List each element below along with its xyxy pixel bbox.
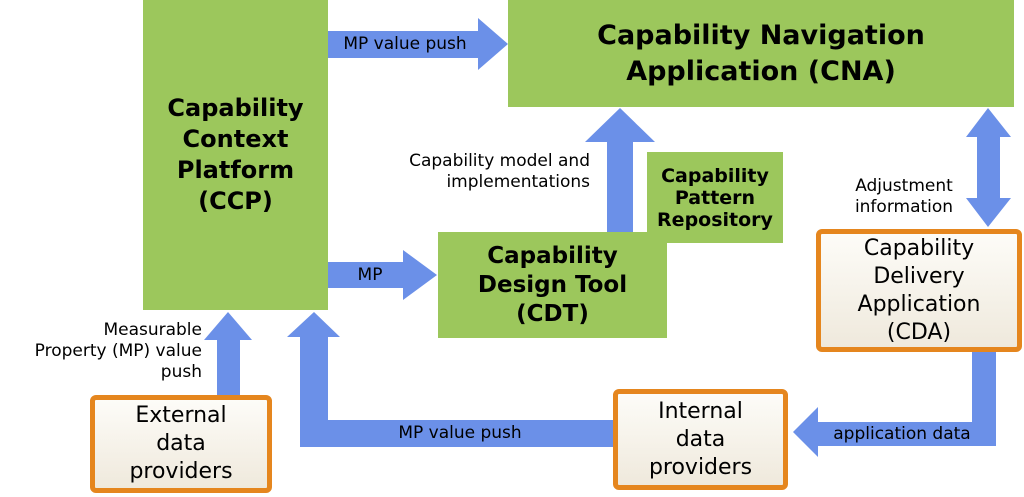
node-cda: Capability Delivery Application (CDA) xyxy=(816,229,1022,352)
label-mp-value-push-top: MP value push xyxy=(343,34,467,54)
node-external-data-providers: External data providers xyxy=(90,395,272,493)
label-mp: MP xyxy=(357,265,383,285)
arrow-external-to-ccp xyxy=(204,312,252,398)
node-cdt: Capability Design Tool (CDT) xyxy=(438,232,667,338)
label-application-data: application data xyxy=(833,424,971,444)
node-cda-label: Capability Delivery Application (CDA) xyxy=(857,235,981,345)
node-cdt-label: Capability Design Tool (CDT) xyxy=(477,242,628,327)
node-cpr-label: Capability Pattern Repository xyxy=(657,164,773,231)
node-cna-label: Capability Navigation Application (CNA) xyxy=(597,19,925,87)
arrow-internal-to-ccp xyxy=(287,312,613,447)
node-internal-label: Internal data providers xyxy=(648,398,753,480)
label-capability-model-and-implementations: Capability model and implementations xyxy=(409,151,590,193)
arrow-cda-to-internal xyxy=(793,352,996,457)
label-measurable-property-value-push: Measurable Property (MP) value push xyxy=(34,320,202,383)
node-internal-data-providers: Internal data providers xyxy=(613,389,788,490)
node-ccp: Capability Context Platform (CCP) xyxy=(143,0,328,310)
label-adjustment-information: Adjustment information xyxy=(854,176,954,218)
node-ccp-label: Capability Context Platform (CCP) xyxy=(167,94,304,215)
arrow-cdt-to-cna xyxy=(585,108,655,232)
node-capability-pattern-repository: Capability Pattern Repository xyxy=(647,152,783,243)
arrow-ccp-to-cna xyxy=(328,18,508,70)
node-external-label: External data providers xyxy=(129,403,233,484)
label-mp-value-push-bottom: MP value push xyxy=(398,423,522,443)
arrow-ccp-to-cdt xyxy=(328,250,437,300)
arrow-cna-cda-bidirectional xyxy=(966,108,1011,227)
node-cna: Capability Navigation Application (CNA) xyxy=(508,0,1014,107)
